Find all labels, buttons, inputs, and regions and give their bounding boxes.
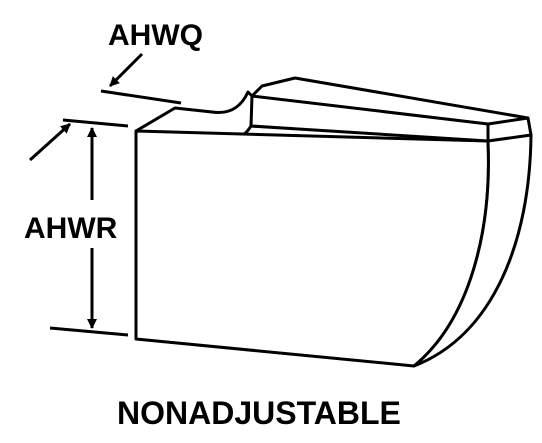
ahwr-top-extension [62, 118, 129, 128]
dimension-ahwq [100, 52, 182, 105]
part-curved-side [412, 118, 533, 368]
caption-nonadjustable: NONADJUSTABLE [117, 395, 401, 431]
part-rib-end [486, 116, 533, 143]
dimension-ahwr [28, 118, 129, 337]
label-ahwq: AHWQ [108, 19, 203, 52]
label-ahwr: AHWR [24, 212, 118, 245]
part-front-face [134, 129, 490, 368]
ahwr-leader-arrow [28, 122, 72, 162]
ahwq-extension-line [100, 89, 182, 105]
ahwr-bottom-extension [49, 326, 129, 337]
ahwq-leader-arrow [108, 52, 144, 88]
part-body [134, 76, 533, 368]
